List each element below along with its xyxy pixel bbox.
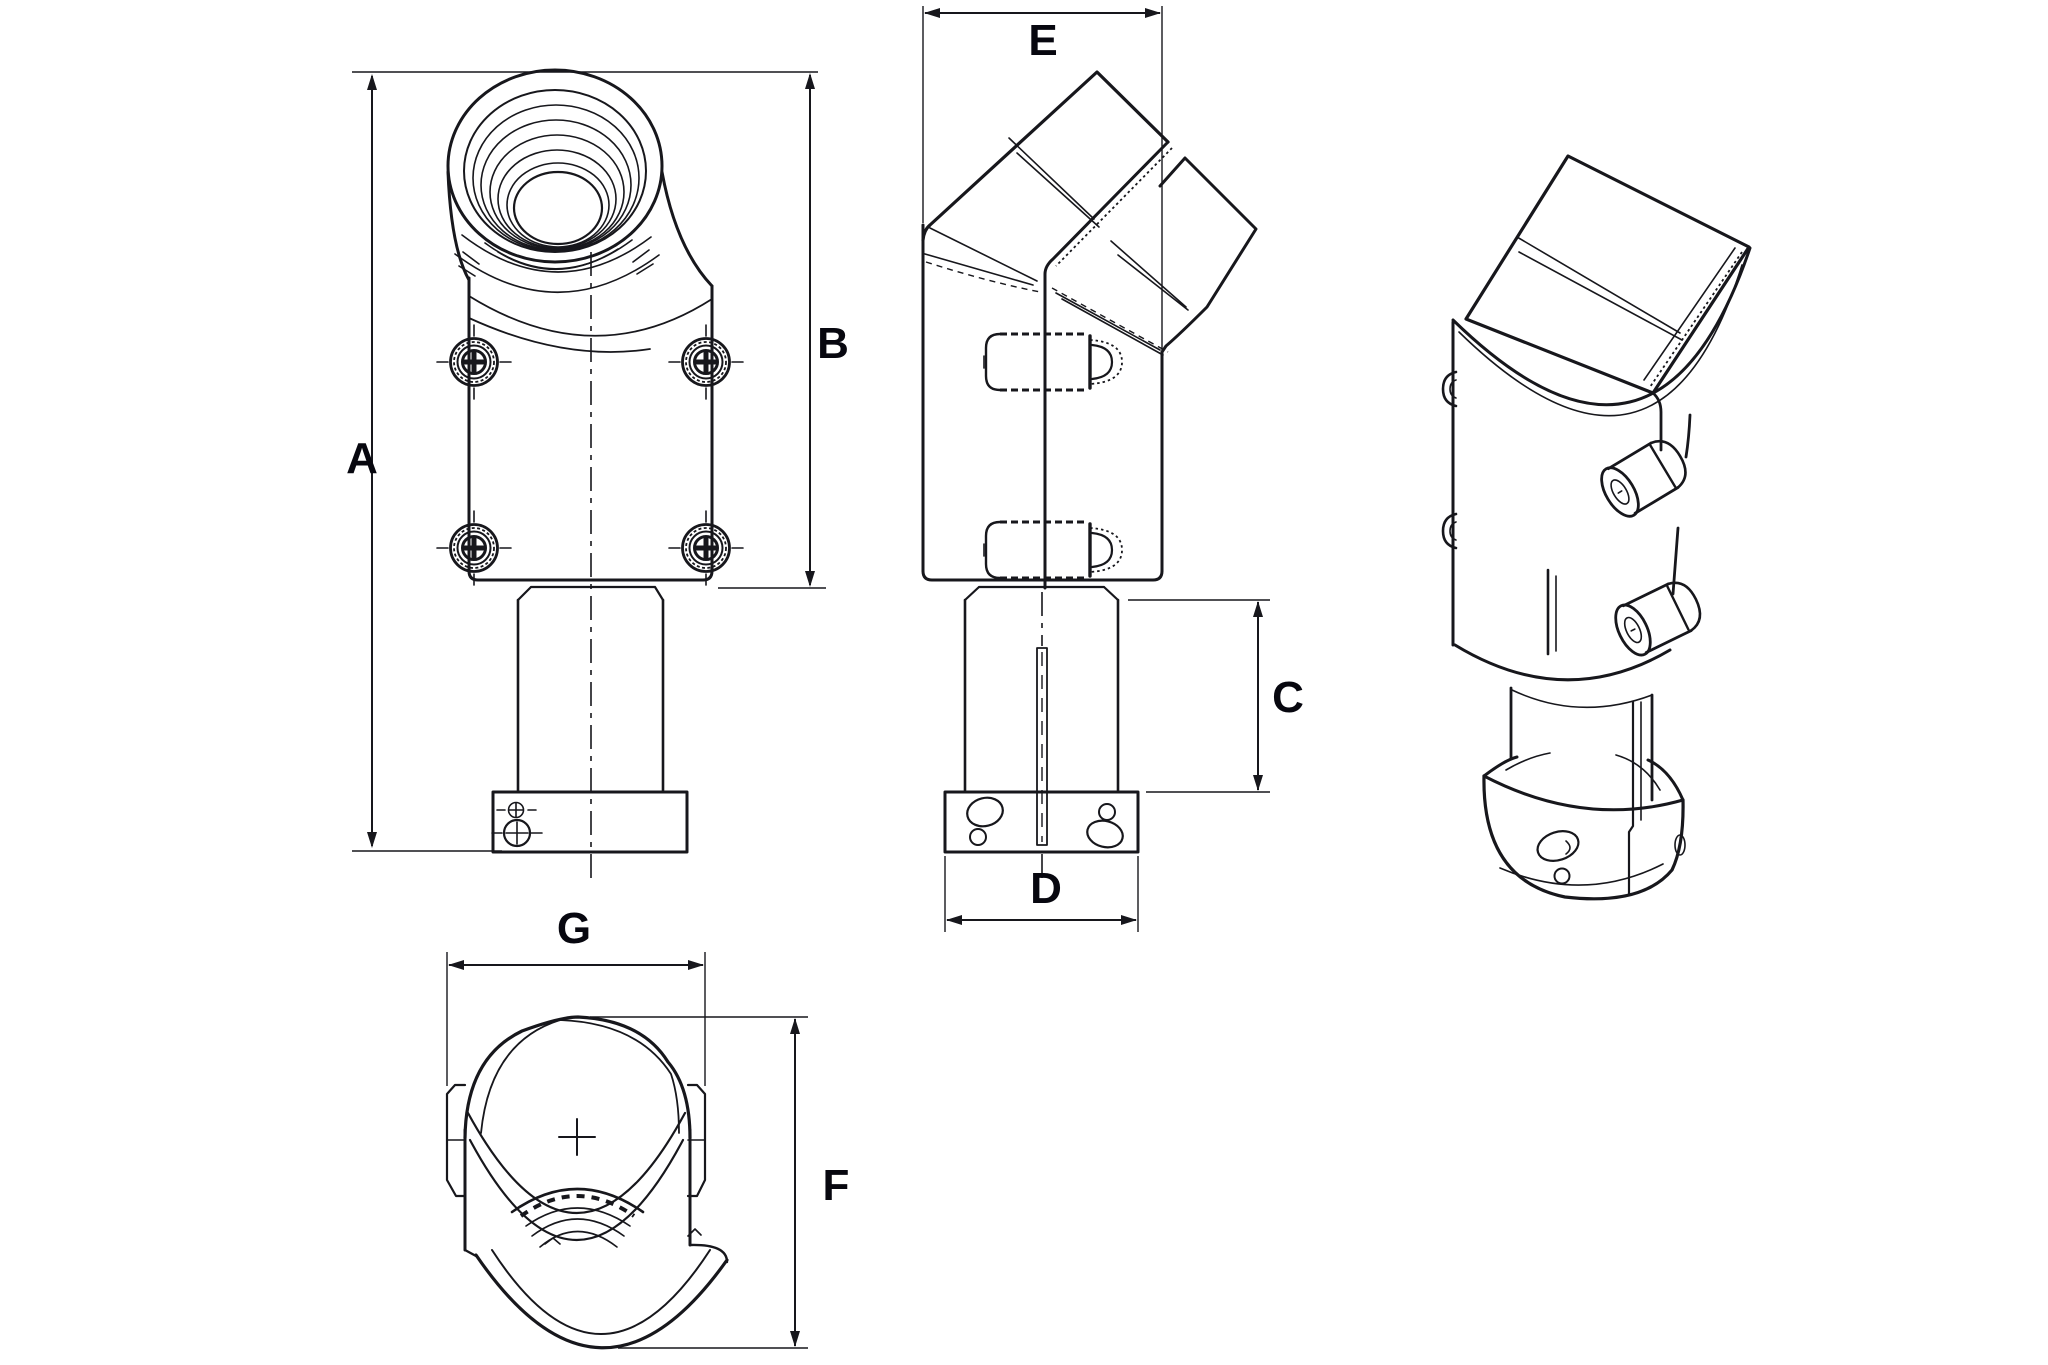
dim-label-e: E [1028,16,1057,65]
axial-view: G F [445,904,850,1350]
isometric-view [1441,154,1752,901]
side-part [921,70,1258,880]
dim-label-b: B [817,319,849,368]
dimension-b: B [718,73,849,589]
bolt-end [437,325,511,399]
bolt-iso [1607,573,1710,662]
dim-label-c: C [1272,673,1304,722]
base-holes [966,796,1124,849]
dimension-d: D [944,856,1139,932]
front-view: A B [346,68,849,880]
dim-label-f: F [823,1161,850,1210]
bolt-end [669,325,743,399]
side-view: E [921,6,1304,932]
front-part [437,68,743,880]
dimension-f: F [590,1016,850,1349]
dim-label-a: A [346,434,378,483]
dimension-e: E [922,6,1163,350]
bolt-iso [1592,431,1696,524]
bolt-side [982,520,1124,580]
bolt-side [982,332,1124,392]
bolt-end [437,511,511,585]
dimension-c: C [1128,599,1304,793]
dim-label-d: D [1030,864,1062,913]
axial-part [445,1015,729,1350]
bolt-end [669,511,743,585]
set-screw [491,801,543,848]
dim-label-g: G [557,904,591,953]
dimension-g: G [446,904,706,1086]
dimension-a: A [346,71,818,852]
